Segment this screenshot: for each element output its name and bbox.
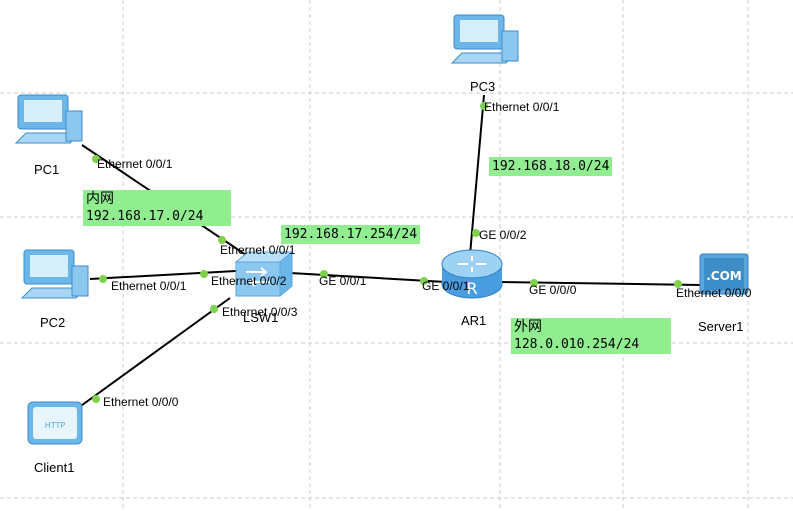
pc3-label: PC3 — [470, 79, 496, 94]
inner-network-note: 内网 192.168.17.0/24 — [83, 190, 231, 226]
port-label: Ethernet 0/0/1 — [220, 243, 296, 257]
lsw1-label: LSW1 — [243, 310, 279, 325]
svg-text:HTTP: HTTP — [45, 421, 66, 430]
link-pc2-lsw1 — [89, 270, 237, 280]
router-icon[interactable]: R — [441, 249, 503, 299]
outer-network-subnet: 128.0.010.254/24 — [514, 337, 640, 352]
svg-text:R: R — [466, 279, 477, 298]
port-label: GE 0/0/1 — [422, 279, 470, 293]
inner-network-title: 内网 — [86, 191, 114, 207]
pc3-network-note: 192.168.18.0/24 — [489, 157, 613, 176]
svg-text:.COM: .COM — [706, 269, 742, 283]
outer-network-title: 外网 — [514, 319, 542, 335]
pc3-network-subnet: 192.168.18.0/24 — [492, 159, 610, 174]
port-label: Ethernet 0/0/0 — [676, 286, 752, 300]
ar1-label: AR1 — [461, 313, 487, 328]
link-client1-lsw1 — [77, 297, 231, 409]
gateway-subnet: 192.168.17.254/24 — [284, 227, 418, 242]
pc1-label: PC1 — [34, 162, 60, 177]
pc3-icon[interactable] — [450, 14, 519, 64]
pc1-icon[interactable] — [14, 94, 83, 144]
pc2-label: PC2 — [40, 315, 66, 330]
port-label: Ethernet 0/0/1 — [111, 279, 187, 293]
port-label: GE 0/0/1 — [319, 274, 367, 288]
link-ar1-pc3 — [469, 94, 485, 256]
link-lsw1-ar1 — [289, 272, 447, 283]
server-icon[interactable]: .COM — [699, 253, 749, 295]
inner-network-subnet: 192.168.17.0/24 — [86, 209, 204, 224]
pc2-icon[interactable] — [20, 249, 89, 299]
client1-label: Client1 — [34, 460, 75, 475]
gateway-note: 192.168.17.254/24 — [281, 225, 421, 244]
port-dots — [92, 102, 682, 403]
port-label: GE 0/0/2 — [479, 228, 527, 242]
port-label: GE 0/0/0 — [529, 283, 577, 297]
port-label: Ethernet 0/0/1 — [97, 157, 173, 171]
port-label: Ethernet 0/0/0 — [103, 395, 179, 409]
client1-icon[interactable]: HTTP — [27, 401, 83, 445]
server1-label: Server1 — [698, 319, 744, 334]
port-label: Ethernet 0/0/2 — [211, 274, 287, 288]
links — [77, 94, 701, 409]
switch-icon[interactable] — [234, 250, 294, 298]
port-label: Ethernet 0/0/3 — [222, 305, 298, 319]
port-label: Ethernet 0/0/1 — [484, 100, 560, 114]
outer-network-note: 外网 128.0.010.254/24 — [511, 318, 671, 354]
